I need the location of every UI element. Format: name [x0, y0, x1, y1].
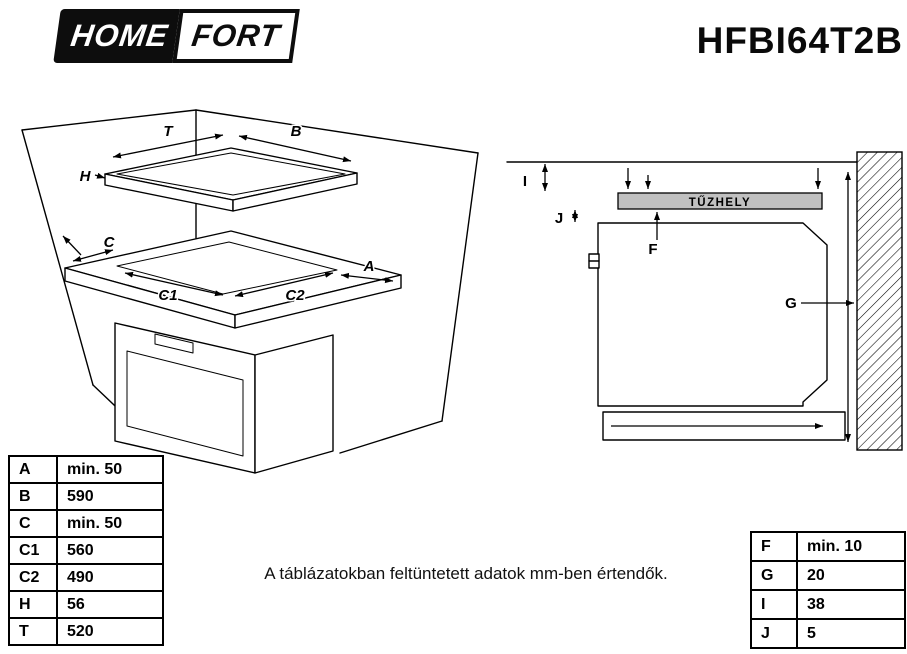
dim-key: A [8, 455, 58, 484]
dim-value: 20 [796, 560, 906, 591]
dim-key: G [750, 560, 798, 591]
units-note: A táblázatokban feltüntetett adatok mm-b… [264, 564, 668, 583]
dim-key: F [750, 531, 798, 562]
dim-value: 590 [56, 482, 164, 511]
dim-value: min. 10 [796, 531, 906, 562]
worktop-with-cutout [64, 230, 402, 329]
dim-value: 560 [56, 536, 164, 565]
section-dimension-labels: I J F G [521, 172, 798, 314]
hob-top-view [104, 147, 358, 212]
dim-label-t: T [163, 123, 174, 140]
installation-section-diagram: TŰZHELY I J F G [506, 151, 903, 451]
installation-isometric-diagram: T B H C C1 C2 A [21, 109, 479, 474]
dim-value: 5 [796, 618, 906, 649]
iso-dimension-arrows [62, 133, 394, 298]
dim-key: C2 [8, 563, 58, 592]
section-dimension-arrows [542, 164, 854, 442]
hob-label: TŰZHELY [689, 196, 751, 209]
dim-label-j: J [555, 210, 563, 227]
logo-home-segment: HOME [53, 9, 182, 63]
dim-value: min. 50 [56, 455, 164, 484]
table-row: C1 560 [8, 536, 164, 565]
table-row: C2 490 [8, 563, 164, 592]
room-walls [21, 109, 479, 454]
table-row: F min. 10 [750, 531, 906, 562]
table-row: C min. 50 [8, 509, 164, 538]
dim-label-i: I [523, 173, 527, 190]
dim-label-b: B [291, 123, 302, 140]
dim-key: J [750, 618, 798, 649]
dim-value: 56 [56, 590, 164, 619]
table-row: I 38 [750, 589, 906, 620]
table-row: A min. 50 [8, 455, 164, 484]
table-row: B 590 [8, 482, 164, 511]
dim-label-a: A [363, 258, 375, 275]
oven-cabinet-section [588, 222, 846, 441]
dim-label-h: H [80, 168, 92, 185]
dim-key: T [8, 617, 58, 646]
dim-value: 38 [796, 589, 906, 620]
dim-value: 520 [56, 617, 164, 646]
table-row: T 520 [8, 617, 164, 646]
dim-label-c2: C2 [285, 287, 305, 304]
table-row: J 5 [750, 618, 906, 649]
dim-label-f: F [648, 241, 657, 258]
logo-fort-segment: FORT [172, 9, 300, 63]
dim-label-c1: C1 [158, 287, 177, 304]
dim-value: min. 50 [56, 509, 164, 538]
dim-value: 490 [56, 563, 164, 592]
dim-key: C [8, 509, 58, 538]
clearance-dimensions-table: F min. 10 G 20 I 38 J 5 [750, 531, 906, 649]
dim-key: H [8, 590, 58, 619]
iso-dimension-labels: T B H C C1 C2 A [78, 122, 376, 306]
model-number: HFBI64T2B [696, 20, 903, 61]
hob-dimensions-table: A min. 50 B 590 C min. 50 C1 560 C2 490 … [8, 455, 164, 646]
dim-label-g: G [785, 295, 797, 312]
homefort-logo: HOME FORT [53, 9, 300, 63]
dim-label-c: C [104, 234, 116, 251]
table-row: G 20 [750, 560, 906, 591]
dim-key: C1 [8, 536, 58, 565]
dim-key: B [8, 482, 58, 511]
table-row: H 56 [8, 590, 164, 619]
dim-key: I [750, 589, 798, 620]
wall-section-hatched [856, 151, 903, 451]
oven-cabinet [114, 322, 334, 474]
hob-section-bar: TŰZHELY [617, 192, 823, 210]
